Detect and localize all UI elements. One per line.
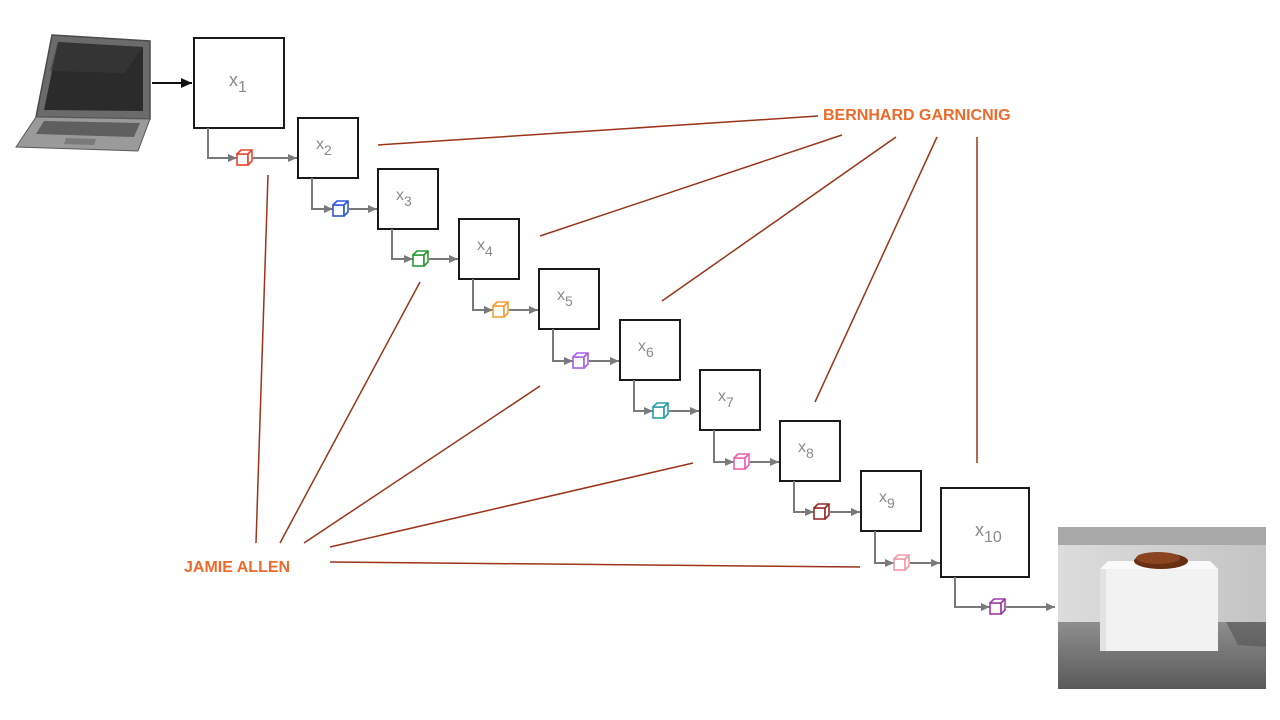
node-label: x2	[316, 136, 332, 158]
node-x10: x10	[940, 487, 1030, 578]
node-x4: x4	[458, 218, 520, 280]
node-box	[619, 319, 681, 381]
jamie-connector-line	[255, 174, 269, 544]
cube-icon	[652, 402, 669, 419]
cube-icon	[412, 250, 429, 267]
bernhard-connector-line	[814, 136, 938, 403]
node-x5: x5	[538, 268, 600, 330]
node-x7: x7	[699, 369, 761, 431]
bernhard-connector-line	[377, 115, 819, 146]
node-box	[940, 487, 1030, 578]
cube-icon	[733, 453, 750, 470]
node-label: x5	[557, 287, 573, 309]
node-box	[538, 268, 600, 330]
node-box	[377, 168, 439, 230]
node-box	[297, 117, 359, 179]
jamie-connector-line	[329, 462, 694, 548]
node-box	[458, 218, 520, 280]
jamie-connector-line	[329, 561, 861, 568]
cube-icon	[332, 200, 349, 217]
cube-icon	[492, 301, 509, 318]
cube-icon	[236, 149, 253, 166]
node-label: x6	[638, 338, 654, 360]
node-label: x4	[477, 237, 493, 259]
node-x8: x8	[779, 420, 841, 482]
jamie-connector-line	[303, 385, 541, 544]
cube-icon	[813, 503, 830, 520]
bernhard-garnicnig-label: BERNHARD GARNICNIG	[823, 107, 1011, 124]
node-x3: x3	[377, 168, 439, 230]
node-x1: x1	[193, 37, 285, 129]
cube-icon	[893, 554, 910, 571]
cube-icon	[989, 598, 1006, 615]
node-label: x10	[975, 520, 1002, 546]
laptop-icon	[15, 34, 151, 152]
node-box	[193, 37, 285, 129]
bernhard-connector-line	[539, 134, 843, 237]
node-x9: x9	[860, 470, 922, 532]
node-label: x1	[229, 70, 247, 96]
node-label: x9	[879, 489, 895, 511]
cube-icon	[572, 352, 589, 369]
node-label: x8	[798, 439, 814, 461]
node-label: x7	[718, 388, 734, 410]
node-x2: x2	[297, 117, 359, 179]
node-box	[699, 369, 761, 431]
node-chain: x1 x2 x3 x4 x5 x6 x7 x8 x9 x10	[193, 37, 1055, 615]
node-x6: x6	[619, 319, 681, 381]
jamie-allen-label: JAMIE ALLEN	[184, 559, 290, 576]
gallery-pedestal-image	[1058, 527, 1266, 689]
node-label: x3	[396, 187, 412, 209]
person-connectors	[255, 115, 978, 568]
node-box	[860, 470, 922, 532]
node-box	[779, 420, 841, 482]
bernhard-connector-line	[661, 136, 897, 302]
jamie-connector-line	[279, 281, 421, 544]
